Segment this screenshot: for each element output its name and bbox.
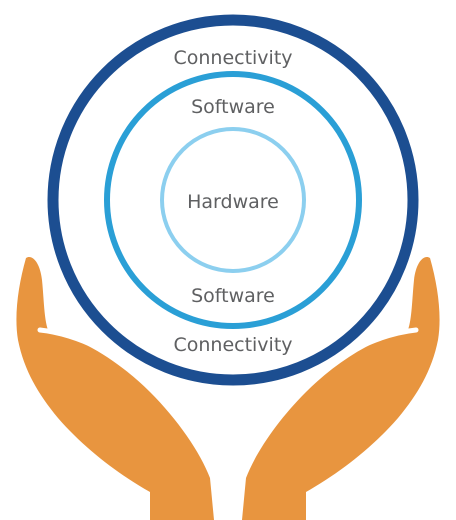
software-label-top: Software: [191, 96, 275, 118]
connectivity-label-bottom: Connectivity: [173, 334, 292, 356]
software-ring: [104, 71, 362, 329]
connectivity-label-top: Connectivity: [173, 47, 292, 69]
diagram-backdrop: [47, 14, 419, 386]
hardware-ring: [160, 127, 306, 273]
right-hand-icon: [242, 256, 440, 520]
connectivity-ring: [47, 14, 419, 386]
software-label-bottom: Software: [191, 285, 275, 307]
left-hand-icon: [16, 256, 214, 520]
hardware-label: Hardware: [187, 191, 279, 213]
